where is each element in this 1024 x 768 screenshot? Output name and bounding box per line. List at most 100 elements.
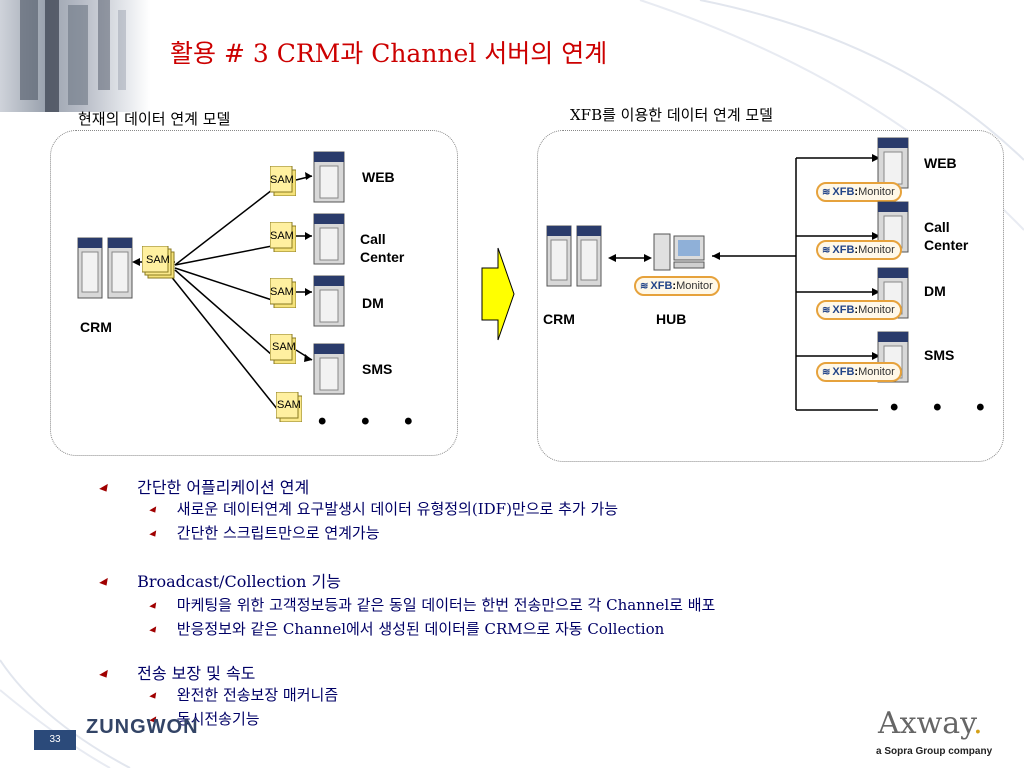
bullet-text: 간단한 어플리케이션 연계 [137,478,310,497]
sub-bullet-text: 완전한 전송보장 매커니즘 [176,686,339,704]
channel-label: Call Center [360,230,404,266]
monitor-label: Monitor [858,244,895,256]
monitor-label: Monitor [858,304,895,316]
sam-label: SAM [270,230,294,242]
xfb-label: XFB [832,186,855,198]
channel-label-line2: Center [360,249,405,265]
left-panel-heading: 현재의 데이터 연계 모델 [78,110,231,128]
bullet-text: Broadcast/Collection 기능 [137,572,341,591]
bullet-marker-icon [99,577,111,588]
page-number: 33 [34,730,76,750]
sub-bullet-marker-icon [149,691,159,701]
right-crm-server-icon [546,225,602,287]
colon: : [854,366,859,378]
sub-bullet-text: 반응정보와 같은 Channel에서 생성된 데이터를 CRM으로 자동 Col… [176,620,665,638]
sub-bullet-item: 반응정보와 같은 Channel에서 생성된 데이터를 CRM으로 자동 Col… [149,618,665,639]
sms-server-icon [313,343,345,395]
xfb-swirl-icon: ≋ [822,244,831,256]
xfb-swirl-icon: ≋ [822,366,831,378]
page-title: 활용 # 3 CRM과 Channel 서버의 연계 [170,39,608,68]
web-server-icon [313,151,345,203]
web-server-icon [877,137,909,189]
people-silhouettes-icon [20,0,126,112]
monitor-label: Monitor [858,366,895,378]
more-channels-ellipsis: • • • [318,408,427,435]
more-channels-ellipsis: • • • [890,394,999,421]
sam-doc-icon [270,222,296,252]
sub-bullet-item: 간단한 스크립트만으로 연계가능 [149,522,380,543]
colon: : [672,280,677,292]
sub-bullet-text: 마케팅을 위한 고객정보등과 같은 동일 데이터는 한번 전송만으로 각 Cha… [176,596,716,614]
transition-arrow-icon [481,247,515,341]
channel-label-line1: Call [924,219,950,235]
xfb-swirl-icon: ≋ [822,304,831,316]
monitor-label: Monitor [676,280,713,292]
web-xfb-monitor-badge: ≋ XFB:Monitor [816,182,902,202]
xfb-label: XFB [832,244,855,256]
bullet-marker-icon [99,669,111,680]
sub-bullet-item: 새로운 데이터연계 요구발생시 데이터 유형정의(IDF)만으로 추가 가능 [149,498,619,519]
xfb-swirl-icon: ≋ [640,280,649,292]
sam-doc-icon [270,278,296,308]
axway-logo-text: Axway [878,706,974,741]
hub-xfb-monitor-badge: ≋ XFB:Monitor [634,276,720,296]
sam-label: SAM [270,174,294,186]
right-panel-heading: XFB를 이용한 데이터 연계 모델 [570,106,773,124]
colon: : [854,304,859,316]
sub-bullet-item: 마케팅을 위한 고객정보등과 같은 동일 데이터는 한번 전송만으로 각 Cha… [149,594,716,615]
sub-bullet-text: 동시전송기능 [176,710,260,728]
bullet-item: 전송 보장 및 속도 [99,660,256,684]
bullet-item: 간단한 어플리케이션 연계 [99,474,310,498]
callcenter-xfb-monitor-badge: ≋ XFB:Monitor [816,240,902,260]
left-central-sam-icon [142,246,175,279]
sub-bullet-item: 동시전송기능 [149,708,260,729]
sam-label: SAM [272,341,296,353]
axway-tagline: a Sopra Group company [876,746,993,757]
zungwon-logo: ZUNGWON [86,716,199,738]
axway-logo-dot: . [973,706,983,741]
sam-doc-icon [270,334,296,364]
monitor-label: Monitor [858,186,895,198]
channel-label: WEB [362,169,395,185]
sms-xfb-monitor-badge: ≋ XFB:Monitor [816,362,902,382]
sub-bullet-marker-icon [149,505,159,515]
xfb-label: XFB [832,304,855,316]
channel-label: DM [362,295,384,311]
sam-label: SAM [270,286,294,298]
channel-label: DM [924,283,946,299]
dm-server-icon [313,275,345,327]
sub-bullet-marker-icon [149,529,159,539]
right-diagram-panel [537,130,1004,462]
sub-bullet-marker-icon [149,601,159,611]
channel-label: SMS [362,361,393,377]
sam-doc-icon [276,392,302,422]
colon: : [854,186,859,198]
hub-label: HUB [656,311,687,327]
xfb-label: XFB [650,280,673,292]
hub-computer-icon [653,233,705,271]
callcenter-server-icon [313,213,345,265]
colon: : [854,244,859,256]
header-photo [0,0,150,112]
channel-label-line1: Call [360,231,386,247]
sub-bullet-marker-icon [149,625,159,635]
bullet-marker-icon [99,483,111,494]
axway-logo: Axway. [878,706,983,741]
left-crm-label: CRM [80,319,112,335]
channel-label: WEB [924,155,957,171]
bullet-text: 전송 보장 및 속도 [137,664,256,683]
sub-bullet-text: 간단한 스크립트만으로 연계가능 [176,524,380,542]
left-central-sam-label: SAM [146,254,170,266]
xfb-label: XFB [832,366,855,378]
sam-doc-icon [270,166,296,196]
right-crm-label: CRM [543,311,575,327]
channel-label: SMS [924,347,955,363]
sub-bullet-text: 새로운 데이터연계 요구발생시 데이터 유형정의(IDF)만으로 추가 가능 [176,500,619,518]
bullet-item: Broadcast/Collection 기능 [99,568,341,592]
dm-xfb-monitor-badge: ≋ XFB:Monitor [816,300,902,320]
xfb-swirl-icon: ≋ [822,186,831,198]
left-crm-server-icon [77,237,133,299]
sub-bullet-item: 완전한 전송보장 매커니즘 [149,684,339,705]
